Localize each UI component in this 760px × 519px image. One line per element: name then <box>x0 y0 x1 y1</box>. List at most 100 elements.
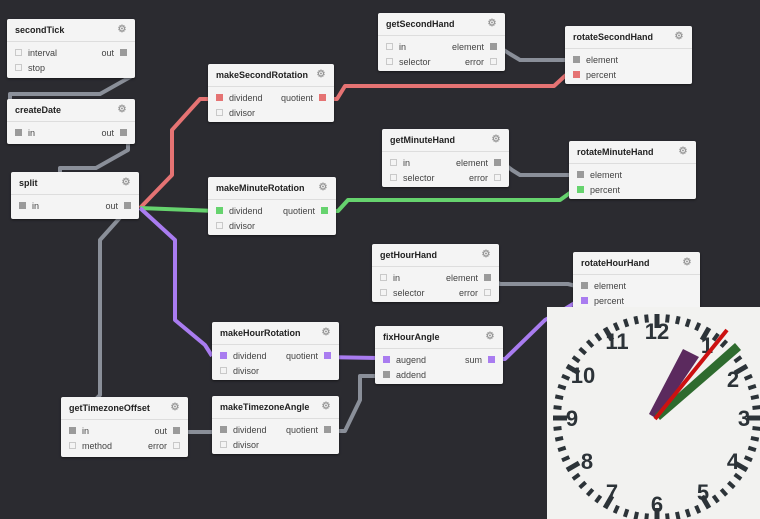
port-in[interactable] <box>380 274 387 281</box>
port-percent[interactable] <box>581 297 588 304</box>
port-out[interactable] <box>124 202 131 209</box>
port-in[interactable] <box>386 43 393 50</box>
port-element[interactable] <box>573 56 580 63</box>
port-selector[interactable] <box>380 289 387 296</box>
port-dividend[interactable] <box>216 94 223 101</box>
gear-icon[interactable]: ⚙ <box>487 18 497 29</box>
node-fixhourangle[interactable]: fixHourAngle⚙ augend sum addend <box>375 326 503 384</box>
port-out[interactable] <box>120 49 127 56</box>
gear-icon[interactable]: ⚙ <box>170 402 180 413</box>
port-quotient[interactable] <box>319 94 326 101</box>
port-divisor[interactable] <box>220 441 227 448</box>
port-quotient[interactable] <box>324 352 331 359</box>
gear-icon[interactable]: ⚙ <box>117 24 127 35</box>
port-percent[interactable] <box>577 186 584 193</box>
node-rotateminutehand[interactable]: rotateMinuteHand⚙ element percent <box>569 141 696 199</box>
node-title: getMinuteHand <box>390 135 455 145</box>
node-makesecondrotation[interactable]: makeSecondRotation⚙ dividend quotient di… <box>208 64 334 122</box>
clock-tick <box>733 355 743 364</box>
port-label: element <box>594 280 627 291</box>
port-quotient[interactable] <box>321 207 328 214</box>
port-label: quotient <box>285 424 318 435</box>
node-makehourrotation[interactable]: makeHourRotation⚙ dividend quotient divi… <box>212 322 339 380</box>
clock-tick <box>694 504 702 514</box>
node-getsecondhand[interactable]: getSecondHand⚙ in element selector error <box>378 13 505 71</box>
port-method[interactable] <box>69 442 76 449</box>
port-element[interactable] <box>581 282 588 289</box>
port-label: in <box>399 41 407 52</box>
node-createdate[interactable]: createDate⚙ in out <box>7 99 135 144</box>
wire-split-gettimezone <box>93 210 127 402</box>
port-dividend[interactable] <box>220 426 227 433</box>
clock-tick <box>752 426 760 431</box>
port-label: element <box>455 157 488 168</box>
node-maketimezoneangle[interactable]: makeTimezoneAngle⚙ dividend quotient div… <box>212 396 339 454</box>
node-gethourhand[interactable]: getHourHand⚙ in element selector error <box>372 244 499 302</box>
node-title: getTimezoneOffset <box>69 403 150 413</box>
node-split[interactable]: split⚙ in out <box>11 172 139 219</box>
numeral-11: 11 <box>605 329 628 354</box>
node-makeminuterotation[interactable]: makeMinuteRotation⚙ dividend quotient di… <box>208 177 336 235</box>
node-gettimezoneoffset[interactable]: getTimezoneOffset⚙ in out method error <box>61 397 188 457</box>
gear-icon[interactable]: ⚙ <box>318 182 328 193</box>
port-out[interactable] <box>120 129 127 136</box>
port-percent[interactable] <box>573 71 580 78</box>
port-label: in <box>28 127 36 138</box>
node-getminutehand[interactable]: getMinuteHand⚙ in element selector error <box>382 129 509 187</box>
port-error[interactable] <box>484 289 491 296</box>
port-label: divisor <box>233 365 260 376</box>
node-secondtick[interactable]: secondTick⚙ interval out stop <box>7 19 135 78</box>
port-quotient[interactable] <box>324 426 331 433</box>
port-label: error <box>468 172 488 183</box>
clock-tick <box>602 326 615 342</box>
gear-icon[interactable]: ⚙ <box>485 331 495 342</box>
port-addend[interactable] <box>383 371 390 378</box>
port-divisor[interactable] <box>216 222 223 229</box>
clock-preview: 12 1 2 3 4 5 6 7 8 9 10 11 <box>547 307 760 519</box>
gear-icon[interactable]: ⚙ <box>316 69 326 80</box>
clock-tick <box>594 332 603 342</box>
node-rotatehourhand[interactable]: rotateHourHand⚙ element percent <box>573 252 700 310</box>
port-element[interactable] <box>577 171 584 178</box>
port-error[interactable] <box>173 442 180 449</box>
gear-icon[interactable]: ⚙ <box>117 104 127 115</box>
gear-icon[interactable]: ⚙ <box>121 177 131 188</box>
port-selector[interactable] <box>390 174 397 181</box>
port-divisor[interactable] <box>220 367 227 374</box>
port-divisor[interactable] <box>216 109 223 116</box>
port-stop[interactable] <box>15 64 22 71</box>
port-in[interactable] <box>19 202 26 209</box>
port-in[interactable] <box>390 159 397 166</box>
port-augend[interactable] <box>383 356 390 363</box>
port-in[interactable] <box>69 427 76 434</box>
gear-icon[interactable]: ⚙ <box>674 31 684 42</box>
port-element[interactable] <box>494 159 501 166</box>
node-rotatesecondhand[interactable]: rotateSecondHand⚙ element percent <box>565 26 692 84</box>
port-out[interactable] <box>173 427 180 434</box>
port-dividend[interactable] <box>216 207 223 214</box>
clock-tick <box>665 314 670 323</box>
clock-tick <box>747 383 757 391</box>
port-element[interactable] <box>490 43 497 50</box>
gear-icon[interactable]: ⚙ <box>678 146 688 157</box>
port-element[interactable] <box>484 274 491 281</box>
port-selector[interactable] <box>386 58 393 65</box>
gear-icon[interactable]: ⚙ <box>491 134 501 145</box>
port-interval[interactable] <box>15 49 22 56</box>
gear-icon[interactable]: ⚙ <box>321 401 331 412</box>
port-sum[interactable] <box>488 356 495 363</box>
gear-icon[interactable]: ⚙ <box>321 327 331 338</box>
port-label: error <box>458 287 478 298</box>
port-error[interactable] <box>490 58 497 65</box>
port-dividend[interactable] <box>220 352 227 359</box>
port-in[interactable] <box>15 129 22 136</box>
clock-tick <box>644 314 649 323</box>
port-error[interactable] <box>494 174 501 181</box>
clock-tick <box>571 472 581 481</box>
gear-icon[interactable]: ⚙ <box>481 249 491 260</box>
clock-tick <box>553 426 562 431</box>
port-label: quotient <box>285 350 318 361</box>
node-title: fixHourAngle <box>383 332 440 342</box>
gear-icon[interactable]: ⚙ <box>682 257 692 268</box>
clock-tick <box>553 405 562 410</box>
